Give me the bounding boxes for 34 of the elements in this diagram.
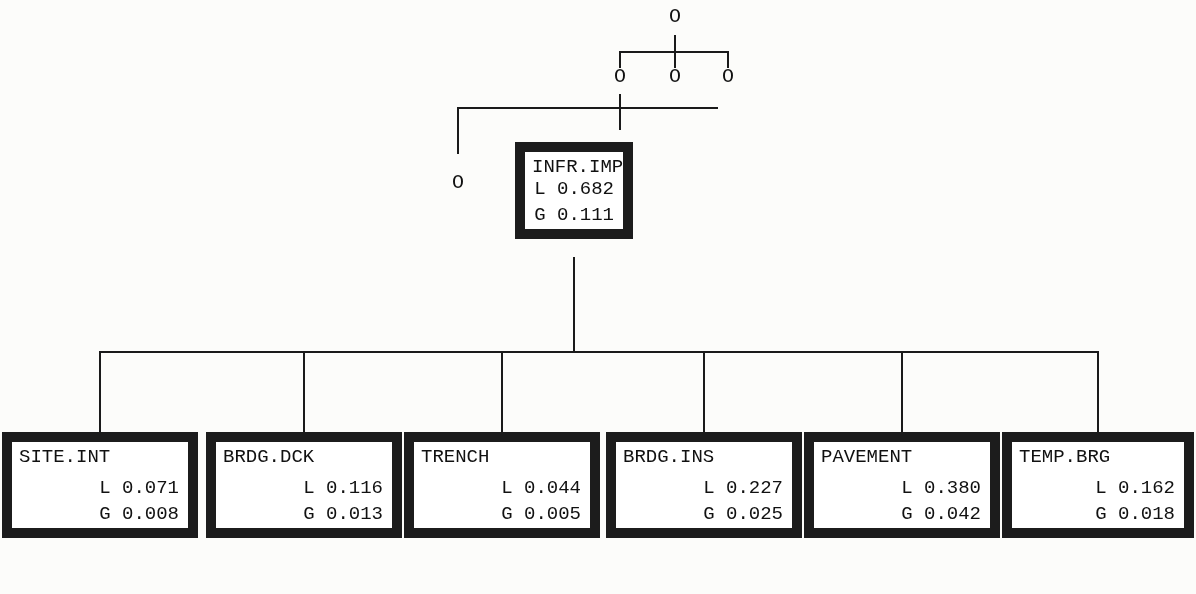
node-title: BRDG.DCK	[223, 446, 315, 468]
value-label: L 0.116	[303, 477, 383, 499]
value-label: L 0.044	[501, 477, 581, 499]
node-box	[804, 432, 1000, 538]
node-label: O	[664, 6, 686, 30]
node-box	[2, 432, 198, 538]
node-title: TEMP.BRG	[1019, 446, 1111, 468]
node-title: TRENCH	[421, 446, 490, 468]
node-box	[515, 142, 633, 239]
node-title: BRDG.INS	[623, 446, 715, 468]
value-label: G 0.111	[534, 204, 614, 226]
value-label: G 0.013	[303, 503, 383, 525]
connector-line	[573, 256, 1099, 433]
value-label: L 0.162	[1095, 477, 1175, 499]
value-label: G 0.042	[901, 503, 981, 525]
node-box	[206, 432, 402, 538]
value-label: G 0.025	[703, 503, 783, 525]
value-label: L 0.380	[901, 477, 981, 499]
node-label: O	[717, 66, 739, 90]
value-label: L 0.071	[99, 477, 179, 499]
node-box	[606, 432, 802, 538]
node-title: PAVEMENT	[821, 446, 913, 468]
value-label: G 0.005	[501, 503, 581, 525]
node-label: O	[664, 66, 686, 90]
value-label: L 0.227	[703, 477, 783, 499]
node-box	[404, 432, 600, 538]
node-label: O	[609, 66, 631, 90]
node-title: INFR.IMP	[532, 156, 624, 178]
node-label: O	[447, 172, 469, 196]
node-box	[1002, 432, 1194, 538]
node-title: SITE.INT	[19, 446, 111, 468]
value-label: L 0.682	[534, 178, 614, 200]
value-label: G 0.018	[1095, 503, 1175, 525]
value-label: G 0.008	[99, 503, 179, 525]
